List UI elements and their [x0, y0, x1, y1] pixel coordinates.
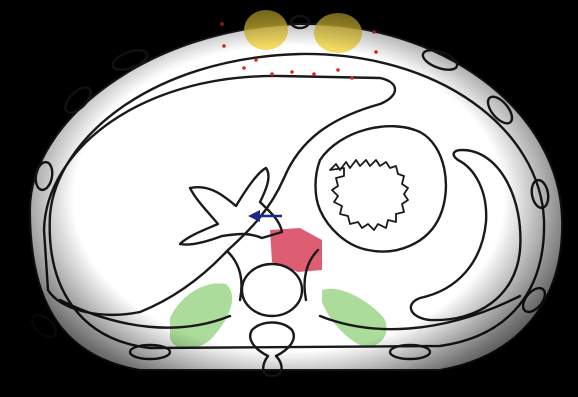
marker-dot [270, 72, 274, 76]
marker-dot [254, 58, 258, 62]
yellow-region-right [314, 13, 362, 53]
marker-dot [336, 68, 340, 72]
yellow-region-left [244, 10, 288, 50]
marker-dot [312, 72, 316, 76]
marker-dot [222, 44, 226, 48]
marker-dot [220, 22, 224, 26]
marker-dot [374, 50, 378, 54]
marker-dot [372, 30, 376, 34]
marker-dot [242, 66, 246, 70]
marker-dot [290, 70, 294, 74]
marker-dot [350, 76, 354, 80]
